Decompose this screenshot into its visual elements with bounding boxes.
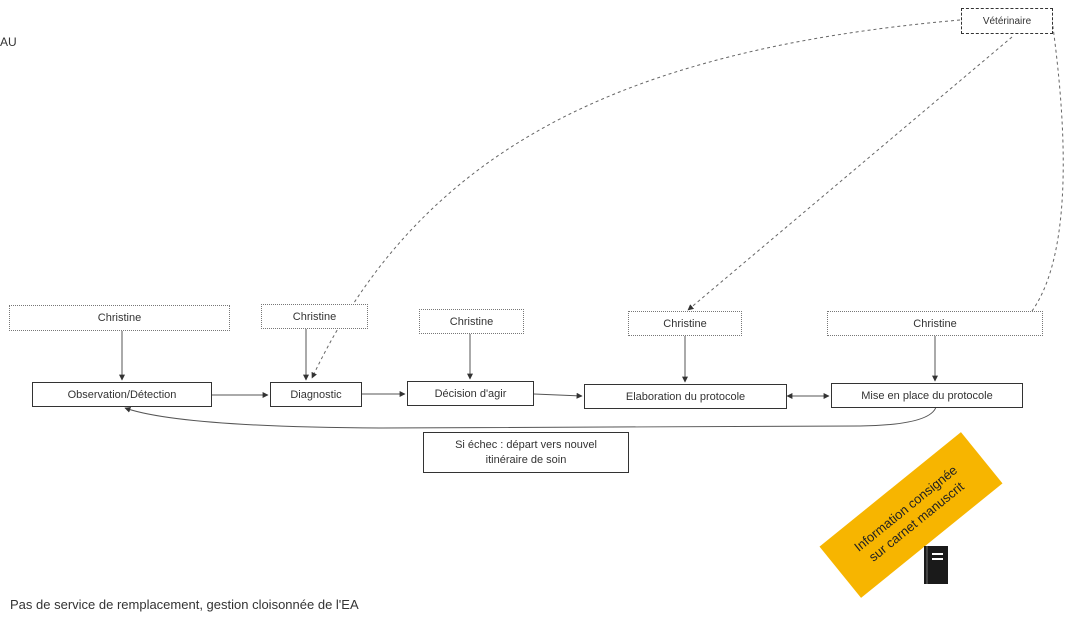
- failure-note-line1: Si échec : départ vers nouvel: [455, 438, 597, 451]
- step-diagnostic: Diagnostic: [270, 382, 362, 407]
- step-observation-detection: Observation/Détection: [32, 382, 212, 407]
- actor-box-1: Christine: [9, 305, 230, 331]
- veterinaire-box: Vétérinaire: [961, 8, 1053, 34]
- title-fragment: AU: [0, 35, 17, 49]
- arrow-step3-step4: [533, 392, 583, 399]
- vet-link-elaboration: [687, 36, 1013, 311]
- footnote: Pas de service de remplacement, gestion …: [10, 597, 359, 612]
- vet-link-diagnostic: [311, 19, 961, 379]
- actor-box-2: Christine: [261, 304, 368, 329]
- actor-box-3: Christine: [419, 309, 524, 334]
- failure-note: Si échec : départ vers nouvel itinéraire…: [423, 432, 629, 473]
- step-decision-d-agir: Décision d'agir: [407, 381, 534, 406]
- arrow-loop-failure: [124, 406, 937, 429]
- actor-box-5: Christine: [827, 311, 1043, 336]
- step-mise-en-place-du-protocole: Mise en place du protocole: [831, 383, 1023, 408]
- vet-link-mise-en-place: [1004, 19, 1064, 336]
- actor-box-4: Christine: [628, 311, 742, 336]
- failure-note-line2: itinéraire de soin: [485, 453, 567, 466]
- notebook-icon: [924, 546, 948, 584]
- step-elaboration-du-protocole: Elaboration du protocole: [584, 384, 787, 409]
